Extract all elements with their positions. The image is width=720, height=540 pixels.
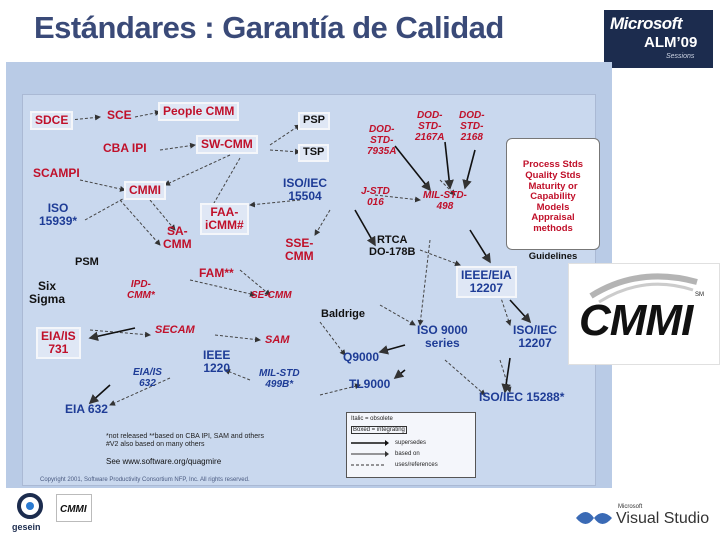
node-sse-cmm: SSE- CMM <box>285 236 314 263</box>
node-sce: SCE <box>107 108 132 122</box>
footnote-1: *not released **based on CBA IPI, SAM an… <box>106 433 264 440</box>
node-six-sigma: Six Sigma <box>29 279 66 306</box>
node-ipd-cmm: IPD- CMM* <box>127 279 155 301</box>
node-baldrige: Baldrige <box>321 308 366 320</box>
node-cba-ipi: CBA IPI <box>103 141 147 155</box>
node-iso-iec-12207: ISO/IEC 12207 <box>513 323 558 350</box>
gesein-logo-text: gesein <box>12 522 41 532</box>
gesein-logo-icon <box>17 493 43 519</box>
node-scampi: SCAMPI <box>33 166 80 180</box>
node-dod-std-2167a: DOD- STD- 2167A <box>415 110 445 143</box>
cmmi-swoosh-icon <box>589 273 698 304</box>
brand-line-2: ALM’09 <box>644 34 698 51</box>
footnote-2: #V2 also based on many others <box>106 441 205 449</box>
gesein-logo: gesein <box>10 492 50 536</box>
node-dod-std-7935a: DOD- STD- 7935A <box>367 124 397 157</box>
node-psm: PSM <box>75 256 99 268</box>
cmmi-small-logo-text: CMMI <box>60 504 87 515</box>
node-iso-iec-15288: ISO/IEC 15288* <box>479 390 565 404</box>
node-sa-cmm: SA- CMM <box>163 224 192 251</box>
slide-title: Estándares : Garantía de Calidad <box>34 10 504 45</box>
node-iso-9000-series: ISO 9000 series <box>417 323 468 350</box>
footnotes: *not released **based on CBA IPI, SAM an… <box>106 433 264 449</box>
legend-categories-box: Process Stds Quality Stds Maturity or Ca… <box>506 138 600 262</box>
node-fam: FAM** <box>199 266 234 280</box>
node-iso-15939: ISO 15939* <box>39 201 78 228</box>
see-reference: See www.software.org/quagmire <box>106 457 222 466</box>
node-rtca-do-178b: RTCA DO-178B <box>369 234 416 258</box>
legend-line-samples <box>351 440 389 466</box>
visual-studio-icon <box>576 512 612 524</box>
node-j-std-016: J-STD 016 <box>361 186 390 208</box>
node-sam: SAM <box>265 334 290 346</box>
node-eia-is-632: EIA/IS 632 <box>133 367 162 389</box>
legend-based-on: based on <box>395 451 420 457</box>
cmmi-small-logo: CMMI <box>56 494 92 522</box>
arrow-legend: Italic = obsolete Boxed = integrating su… <box>346 412 476 478</box>
vs-product-label: Visual Studio <box>616 510 710 527</box>
microsoft-alm-logo: Microsoft ALM’09 Sessions <box>604 10 713 68</box>
node-q9000: Q9000 <box>343 350 380 364</box>
brand-line-3: Sessions <box>666 53 695 60</box>
node-psp: PSP <box>298 112 331 130</box>
node-iso-15504: ISO/IEC 15504 <box>283 176 328 203</box>
brand-line-1: Microsoft <box>610 14 683 33</box>
legend-boxed: Boxed = integrating <box>351 426 407 434</box>
node-mil-std-498: MIL-STD- 498 <box>423 190 467 212</box>
node-se-cmm: SE-CMM <box>251 290 292 301</box>
node-tsp: TSP <box>298 144 330 162</box>
node-sw-cmm: SW-CMM <box>196 135 258 154</box>
node-people-cmm: People CMM <box>158 102 240 121</box>
category-guidelines: Guidelines <box>528 250 578 262</box>
legend-uses-references: uses/references <box>395 462 438 468</box>
node-eia-632: EIA 632 <box>65 402 108 416</box>
node-faa-icmm: FAA- iCMM# <box>200 203 249 235</box>
cmmi-logo: CMMI SM <box>568 263 720 365</box>
node-ieee-eia-12207: IEEE/EIA 12207 <box>456 266 517 298</box>
node-mil-std-499b: MIL-STD 499B* <box>259 368 300 390</box>
legend-supersedes: supersedes <box>395 440 427 446</box>
legend-italic: Italic = obsolete <box>351 416 393 422</box>
node-cmmi: CMMI <box>124 181 166 200</box>
node-eia-is-731: EIA/IS 731 <box>36 327 81 359</box>
node-dod-std-2168: DOD- STD- 2168 <box>459 110 485 143</box>
visual-studio-logo: Microsoft Visual Studio <box>570 500 720 538</box>
node-ieee-1220: IEEE 1220 <box>203 348 231 375</box>
vs-microsoft-label: Microsoft <box>618 504 643 510</box>
node-tl9000: TL9000 <box>349 377 391 391</box>
category-labels: Process Stds Quality Stds Maturity or Ca… <box>522 159 584 235</box>
node-sdce: SDCE <box>30 111 74 130</box>
cmmi-logo-text: CMMI <box>579 296 693 345</box>
cmmi-logo-mark: SM <box>695 292 704 298</box>
copyright-text: Copyright 2001, Software Productivity Co… <box>40 477 250 483</box>
node-secam: SECAM <box>155 324 195 336</box>
